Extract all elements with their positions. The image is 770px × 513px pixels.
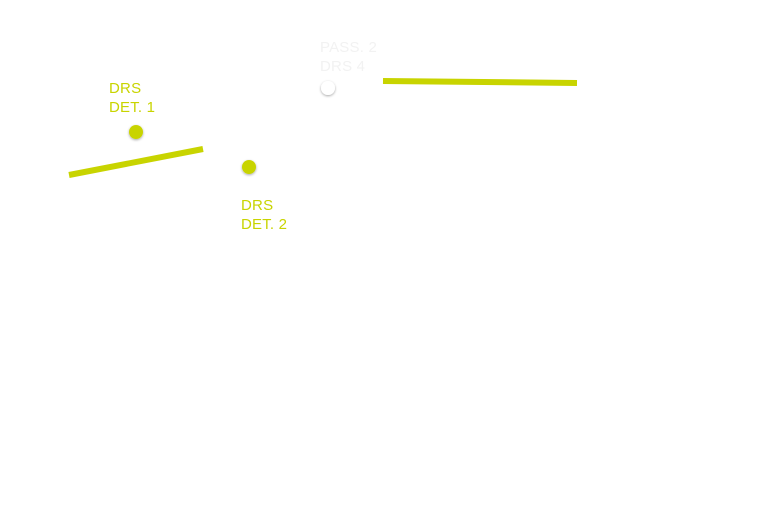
- passing-point-dot[interactable]: [321, 81, 335, 95]
- drs-detection-2-label: DRS DET. 2: [241, 196, 287, 234]
- drs-detection-2-dot[interactable]: [242, 160, 256, 174]
- drs-detection-2-label-line2: DET. 2: [241, 216, 288, 233]
- drs-detection-2-label-line1: DRS: [241, 197, 274, 214]
- drs-detection-1-dot[interactable]: [129, 125, 143, 139]
- drs-zone-left: [68, 146, 204, 178]
- drs-detection-1-label: DRS DET. 1: [109, 79, 155, 117]
- drs-zone-right: [382, 78, 578, 86]
- passing-point-label-line1: PASS. 2: [320, 39, 377, 56]
- drs-detection-1-label-line1: DRS: [109, 80, 142, 97]
- passing-point-label-line2: DRS 4: [320, 58, 366, 75]
- passing-point-label: PASS. 2 DRS 4: [320, 38, 377, 76]
- drs-detection-1-label-line2: DET. 1: [109, 99, 156, 116]
